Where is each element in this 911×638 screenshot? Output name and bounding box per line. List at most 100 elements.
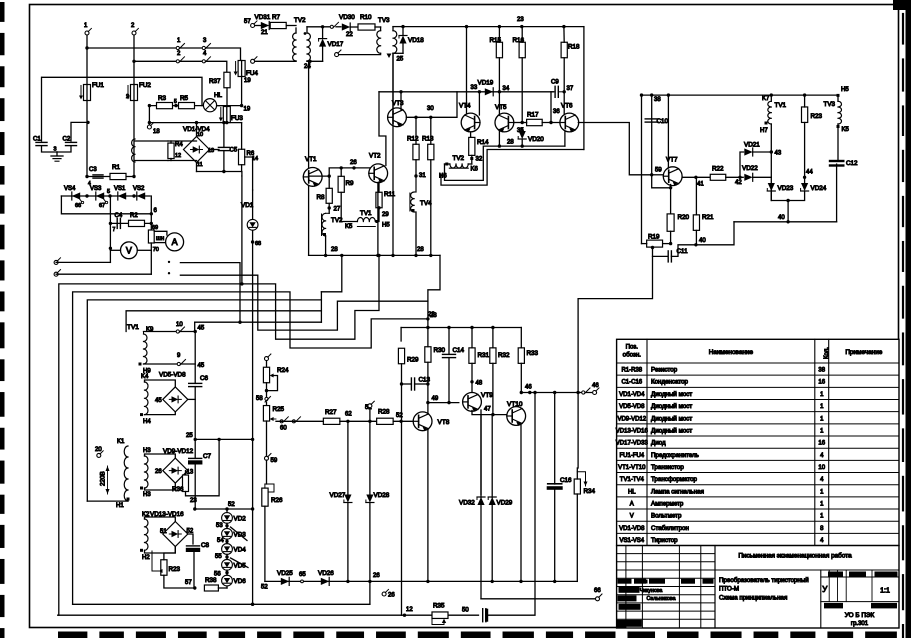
svg-text:41: 41	[697, 182, 704, 188]
svg-text:60: 60	[280, 426, 287, 432]
svg-text:10: 10	[818, 465, 825, 471]
svg-text:K1: K1	[117, 439, 125, 445]
svg-text:H6: H6	[439, 174, 447, 180]
svg-text:1: 1	[820, 489, 824, 495]
svg-text:65: 65	[299, 572, 306, 578]
svg-text:ПТО-М: ПТО-М	[719, 586, 739, 593]
svg-text:Диодный мост: Диодный мост	[651, 415, 692, 422]
svg-text:R14: R14	[477, 139, 489, 146]
svg-text:VD4: VD4	[234, 547, 247, 554]
svg-text:H5: H5	[841, 87, 849, 93]
svg-text:VD1: VD1	[241, 202, 254, 209]
svg-text:R1-R38: R1-R38	[621, 368, 642, 374]
svg-text:R34: R34	[584, 488, 596, 495]
svg-text:шн: шн	[156, 236, 164, 242]
svg-text:VT10: VT10	[507, 401, 523, 408]
svg-text:Лампа сигнальная: Лампа сигнальная	[651, 488, 704, 495]
svg-text:19: 19	[244, 78, 251, 84]
svg-text:R26: R26	[271, 497, 283, 504]
svg-text:Трансформатор: Трансформатор	[651, 476, 698, 483]
svg-text:R4: R4	[175, 142, 183, 148]
svg-text:Наименование: Наименование	[709, 349, 754, 356]
svg-text:VS4: VS4	[64, 186, 76, 192]
svg-text:R7: R7	[272, 14, 281, 21]
svg-text:VS2: VS2	[133, 186, 145, 192]
svg-text:VS1-VS4: VS1-VS4	[619, 538, 644, 544]
svg-text:R24: R24	[277, 367, 289, 374]
svg-text:R30: R30	[434, 347, 446, 354]
svg-text:гр.301: гр.301	[851, 621, 869, 627]
svg-text:R9: R9	[346, 180, 355, 187]
svg-text:A: A	[630, 501, 634, 507]
svg-text:H3: H3	[143, 448, 151, 454]
svg-text:24: 24	[304, 64, 311, 70]
svg-text:VT6: VT6	[561, 103, 573, 110]
svg-text:VS1: VS1	[114, 186, 126, 192]
svg-text:R13: R13	[422, 136, 434, 143]
svg-text:C1: C1	[33, 137, 41, 143]
svg-text:VD1-VD4: VD1-VD4	[619, 392, 645, 398]
svg-text:19: 19	[244, 107, 251, 113]
svg-text:1: 1	[820, 501, 824, 507]
svg-text:C12: C12	[846, 160, 858, 167]
svg-text:68: 68	[255, 241, 261, 247]
svg-text:4: 4	[820, 477, 824, 483]
svg-text:C6: C6	[200, 375, 209, 382]
svg-text:VD29: VD29	[497, 500, 513, 507]
svg-text:46: 46	[525, 385, 532, 391]
svg-text:R15: R15	[490, 37, 502, 44]
svg-text:TV1: TV1	[775, 102, 787, 109]
svg-text:VT4: VT4	[459, 103, 471, 110]
svg-text:VT1-VT10: VT1-VT10	[618, 465, 646, 471]
svg-text:1:1: 1:1	[880, 588, 890, 595]
svg-text:K2: K2	[142, 512, 150, 518]
svg-text:FU1: FU1	[92, 82, 104, 89]
svg-text:45: 45	[198, 326, 205, 332]
svg-text:26: 26	[350, 160, 357, 166]
svg-text:R36: R36	[172, 486, 184, 493]
svg-text:A: A	[172, 237, 178, 247]
svg-text:VD22: VD22	[742, 165, 758, 172]
svg-text:VD17-VD33: VD17-VD33	[616, 441, 649, 447]
svg-text:C1-C16: C1-C16	[621, 380, 642, 386]
svg-text:C14: C14	[453, 347, 465, 354]
svg-text:14: 14	[252, 156, 258, 162]
svg-text:VD1-VD8: VD1-VD8	[619, 526, 645, 532]
svg-text:R17: R17	[527, 112, 539, 119]
svg-text:7: 7	[113, 227, 116, 233]
svg-text:TV3: TV3	[378, 17, 390, 24]
svg-text:3: 3	[203, 38, 207, 44]
svg-text:C8: C8	[201, 542, 210, 549]
svg-text:C10: C10	[657, 118, 669, 125]
svg-text:57: 57	[185, 580, 192, 586]
svg-text:K4: K4	[141, 374, 149, 380]
svg-text:42: 42	[735, 180, 742, 186]
svg-text:4: 4	[820, 538, 824, 544]
svg-text:66: 66	[594, 588, 601, 594]
svg-text:62: 62	[345, 412, 352, 418]
svg-text:R31: R31	[478, 352, 490, 359]
svg-text:VD32: VD32	[459, 500, 475, 507]
svg-text:C9: C9	[551, 80, 559, 86]
svg-text:VD24: VD24	[811, 185, 827, 192]
svg-text:H5: H5	[382, 223, 390, 229]
svg-text:Примечание: Примечание	[845, 349, 882, 356]
svg-text:H9: H9	[143, 369, 151, 375]
svg-text:R33: R33	[527, 350, 539, 357]
svg-text:Диодный мост: Диодный мост	[651, 427, 692, 434]
svg-text:50: 50	[462, 608, 469, 614]
svg-text:VT8: VT8	[438, 419, 450, 426]
svg-text:VT5: VT5	[495, 104, 507, 111]
svg-text:VD20: VD20	[528, 136, 544, 143]
svg-text:5: 5	[174, 99, 177, 105]
svg-text:R27: R27	[325, 409, 337, 416]
svg-text:55: 55	[215, 554, 222, 560]
svg-text:Преобразователь тиристорный: Преобразователь тиристорный	[719, 577, 809, 584]
svg-text:VT2: VT2	[369, 153, 381, 160]
svg-text:R23: R23	[811, 113, 823, 120]
svg-text:TV3: TV3	[824, 101, 836, 108]
svg-text:12: 12	[406, 607, 413, 613]
svg-text:29: 29	[382, 212, 389, 218]
svg-text:C2: C2	[63, 137, 71, 143]
svg-text:45: 45	[198, 363, 205, 369]
